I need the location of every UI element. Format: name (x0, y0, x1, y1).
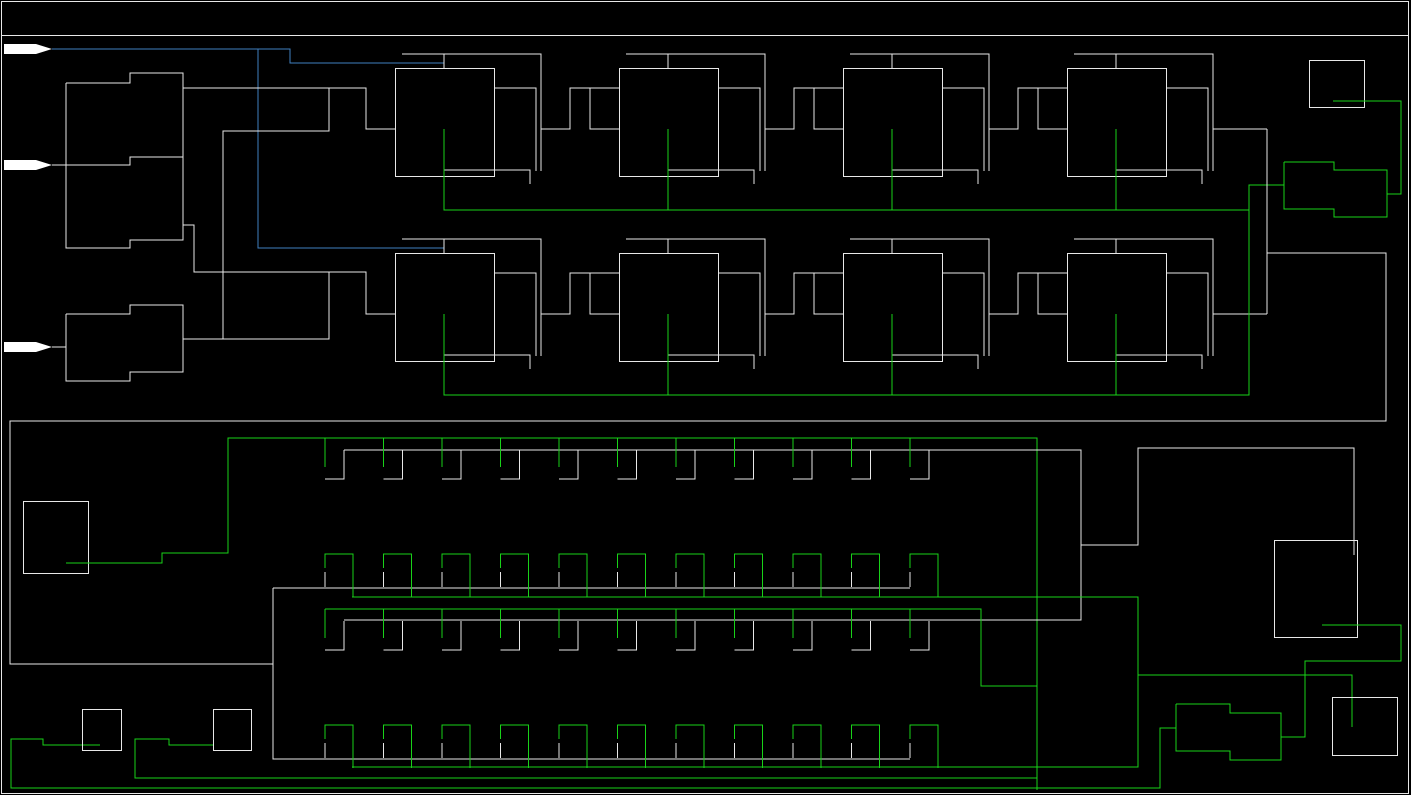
switch-cell[interactable] (383, 553, 412, 597)
switch-cell[interactable] (441, 438, 462, 480)
switch-cell[interactable] (734, 724, 763, 768)
switch-cell[interactable] (441, 724, 471, 768)
clock-divider-box[interactable] (23, 501, 89, 574)
switch-cell[interactable] (324, 553, 354, 597)
switch-cell[interactable] (792, 609, 813, 651)
register-cell[interactable] (395, 53, 620, 184)
register-cell[interactable] (843, 238, 1068, 369)
switch-cell[interactable] (500, 553, 529, 597)
register-cell[interactable] (843, 53, 1068, 184)
switch-cell[interactable] (734, 438, 754, 480)
switch-cell[interactable] (617, 609, 637, 651)
switch-cell[interactable] (383, 609, 403, 651)
register-cell[interactable] (1067, 53, 1268, 184)
register-cell[interactable] (395, 238, 620, 369)
switch-cell[interactable] (909, 438, 930, 480)
switch-cell[interactable] (851, 553, 880, 597)
clock-buffer-block[interactable] (1283, 161, 1388, 218)
switch-cell[interactable] (675, 553, 705, 597)
switch-cell[interactable] (675, 724, 705, 768)
switch-cell[interactable] (792, 724, 822, 768)
switch-cell[interactable] (617, 438, 637, 480)
switch-cell[interactable] (441, 609, 462, 651)
switch-cell[interactable] (851, 609, 871, 651)
switch-cell[interactable] (383, 438, 403, 480)
switch-cell[interactable] (675, 438, 696, 480)
switch-cell[interactable] (734, 553, 763, 597)
output-driver-box[interactable] (1274, 540, 1358, 638)
switch-cell[interactable] (675, 609, 696, 651)
switch-cell[interactable] (792, 438, 813, 480)
switch-cell[interactable] (558, 553, 588, 597)
output-buffer-block[interactable] (1175, 703, 1282, 761)
decoder-block-upper[interactable] (65, 72, 184, 249)
switch-cell[interactable] (909, 553, 939, 597)
input-port-2-icon[interactable] (4, 160, 52, 170)
register-cell[interactable] (619, 238, 844, 369)
switch-cell[interactable] (500, 438, 520, 480)
switch-cell[interactable] (500, 724, 529, 768)
switch-cell[interactable] (558, 609, 579, 651)
switch-cell[interactable] (324, 438, 345, 480)
switch-cell[interactable] (617, 724, 646, 768)
register-cell[interactable] (1067, 238, 1268, 369)
switch-cell[interactable] (324, 724, 354, 768)
register-cell[interactable] (619, 53, 844, 184)
clock-source-box[interactable] (1309, 60, 1365, 108)
switch-cell[interactable] (909, 724, 939, 768)
switch-cell[interactable] (617, 553, 646, 597)
switch-cell[interactable] (558, 438, 579, 480)
clock-generator (9, 60, 1402, 665)
switch-cell[interactable] (792, 553, 822, 597)
lower-blocks (10, 437, 1402, 790)
switch-cell-array (324, 438, 939, 768)
switch-cell[interactable] (500, 609, 520, 651)
switch-cell[interactable] (383, 724, 412, 768)
inverter-box-2[interactable] (213, 709, 252, 751)
switch-cell[interactable] (558, 724, 588, 768)
switch-cell[interactable] (851, 724, 880, 768)
switch-cell[interactable] (441, 553, 471, 597)
input-net-blue (52, 48, 444, 249)
inverter-box-1[interactable] (82, 709, 122, 751)
input-port-1-icon[interactable] (4, 44, 52, 54)
switch-cell[interactable] (909, 609, 930, 651)
input-port-3-icon[interactable] (4, 342, 52, 352)
switch-cell[interactable] (734, 609, 754, 651)
decoder-block-lower[interactable] (65, 304, 184, 382)
input-ports (4, 44, 52, 352)
output-pad-box[interactable] (1332, 697, 1398, 756)
register-array (395, 53, 1268, 369)
switch-cell[interactable] (324, 609, 345, 651)
decoder-blocks (52, 72, 395, 382)
clock-net-top (443, 129, 1284, 396)
switch-cell[interactable] (851, 438, 871, 480)
